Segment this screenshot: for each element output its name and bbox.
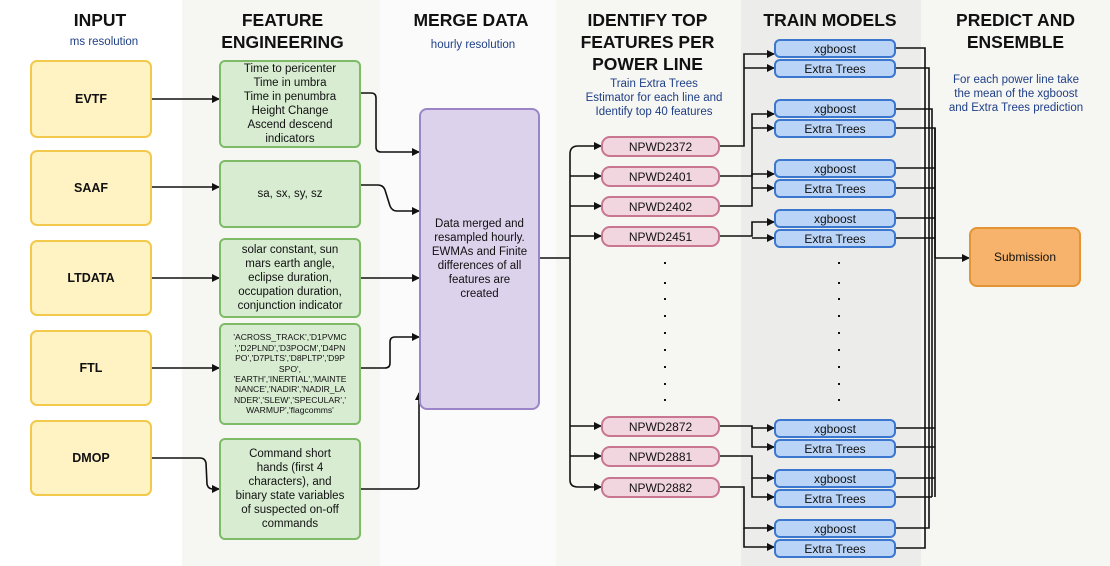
power-line-pill: NPWD2872: [601, 416, 720, 437]
merge-box: Data merged and resampled hourly. EWMAs …: [419, 108, 540, 410]
input-saaf: SAAF: [30, 150, 152, 226]
feature-box-evtf: Time to pericenter Time in umbra Time in…: [219, 60, 361, 148]
feature-box-ltdata: solar constant, sun mars earth angle, ec…: [219, 238, 361, 318]
model-xgboost: xgboost: [774, 519, 896, 538]
power-line-pill: NPWD2372: [601, 136, 720, 157]
ellipsis-dot: [838, 332, 840, 334]
ellipsis-dot: [838, 262, 840, 264]
ellipsis-dot: [838, 366, 840, 368]
ellipsis-dot: [838, 315, 840, 317]
input-ltdata: LTDATA: [30, 240, 152, 316]
subtitle-identify: Train Extra Trees Estimator for each lin…: [585, 78, 723, 118]
model-xgboost: xgboost: [774, 419, 896, 438]
ellipsis-dot: [664, 282, 666, 284]
model-extra-trees: Extra Trees: [774, 539, 896, 558]
subtitle-merge: hourly resolution: [430, 39, 516, 51]
model-extra-trees: Extra Trees: [774, 179, 896, 198]
model-extra-trees: Extra Trees: [774, 439, 896, 458]
header-feature-engineering: FEATURE ENGINEERING: [221, 10, 344, 52]
header-input: INPUT: [73, 10, 127, 30]
input-ftl: FTL: [30, 330, 152, 406]
model-xgboost: xgboost: [774, 209, 896, 228]
ellipsis-dot: [664, 349, 666, 351]
ellipsis-dot: [664, 366, 666, 368]
header-predict-ensemble: PREDICT AND ENSEMBLE: [956, 10, 1075, 52]
feature-box-dmop: Command short hands (first 4 characters)…: [219, 438, 361, 540]
header-train-models: TRAIN MODELS: [763, 10, 897, 30]
ellipsis-dot: [838, 282, 840, 284]
model-extra-trees: Extra Trees: [774, 489, 896, 508]
ellipsis-dot: [838, 298, 840, 300]
subtitle-input: ms resolution: [69, 36, 139, 48]
ellipsis-dot: [664, 298, 666, 300]
power-line-pill: NPWD2451: [601, 226, 720, 247]
ellipsis-dot: [664, 383, 666, 385]
input-dmop: DMOP: [30, 420, 152, 496]
power-line-pill: NPWD2402: [601, 196, 720, 217]
subtitle-predict: For each power line take the mean of the…: [948, 74, 1084, 114]
input-evtf: EVTF: [30, 60, 152, 138]
model-xgboost: xgboost: [774, 159, 896, 178]
model-xgboost: xgboost: [774, 99, 896, 118]
submission-box: Submission: [969, 227, 1081, 287]
feature-box-saaf: sa, sx, sy, sz: [219, 160, 361, 228]
ellipsis-dot: [664, 399, 666, 401]
ellipsis-dot: [838, 399, 840, 401]
ellipsis-dot: [664, 315, 666, 317]
ellipsis-dot: [838, 349, 840, 351]
power-line-pill: NPWD2881: [601, 446, 720, 467]
ellipsis-dot: [838, 383, 840, 385]
model-xgboost: xgboost: [774, 39, 896, 58]
model-xgboost: xgboost: [774, 469, 896, 488]
feature-box-ftl: 'ACROSS_TRACK','D1PVMC ','D2PLND','D3POC…: [219, 323, 361, 425]
column-band-identify: [556, 0, 741, 566]
power-line-pill: NPWD2401: [601, 166, 720, 187]
model-extra-trees: Extra Trees: [774, 229, 896, 248]
header-identify-top-features: IDENTIFY TOP FEATURES PER POWER LINE: [580, 10, 715, 74]
model-extra-trees: Extra Trees: [774, 59, 896, 78]
ellipsis-dot: [664, 332, 666, 334]
model-extra-trees: Extra Trees: [774, 119, 896, 138]
power-line-pill: NPWD2882: [601, 477, 720, 498]
ellipsis-dot: [664, 262, 666, 264]
header-merge-data: MERGE DATA: [413, 10, 529, 30]
